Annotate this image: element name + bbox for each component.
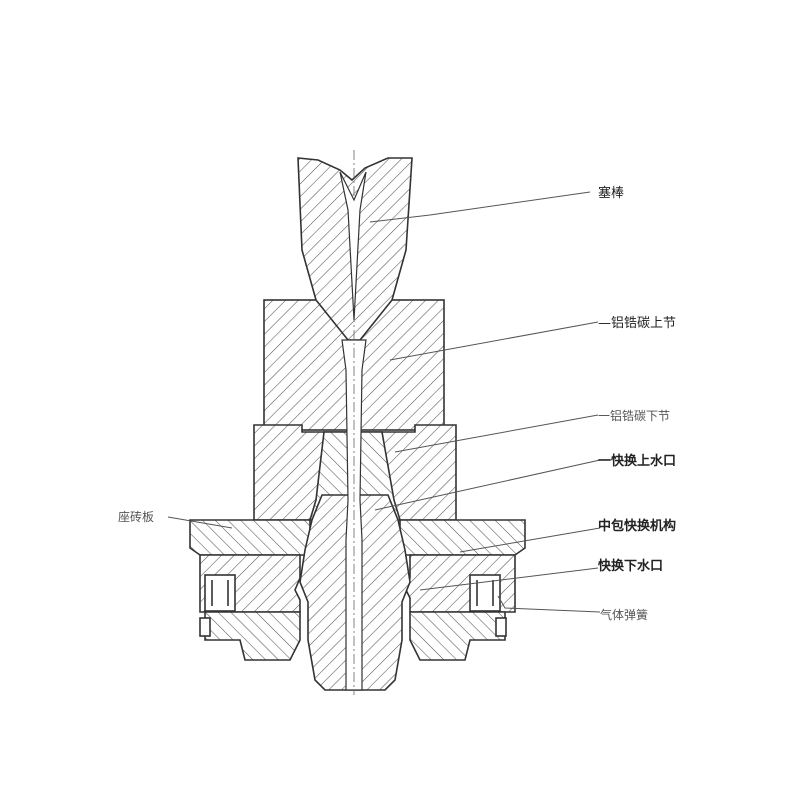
leader-quick-change-mechanism	[459, 527, 601, 553]
label-stopper-rod: 塞棒	[598, 185, 624, 201]
bottom-flange-right	[409, 611, 506, 661]
label-gas-spring: 气体弹簧	[600, 607, 648, 622]
mounting-plate-right	[399, 519, 526, 556]
leader-stopper-rod	[369, 191, 591, 223]
leader-upper-brick-lower	[394, 414, 599, 453]
stopper-rod-notch	[339, 171, 367, 321]
bolt-left	[199, 617, 211, 637]
leader-upper-brick-upper	[389, 321, 599, 361]
label-mounting-plate: 座砖板	[118, 509, 154, 524]
label-upper-brick-upper: —铝锆碳上节	[598, 316, 676, 331]
label-quick-change-lower-nozzle: 快换下水口	[598, 558, 663, 574]
gas-spring-left	[204, 574, 236, 612]
bottom-flange-left	[204, 611, 301, 661]
leader-quick-change-lower-nozzle	[419, 567, 599, 591]
leader-gas-spring	[497, 595, 601, 613]
bolt-right	[495, 617, 507, 637]
leader-quick-change-upper-nozzle	[374, 459, 601, 511]
label-quick-change-upper-nozzle: 一快换上水口	[598, 453, 676, 469]
mounting-plate-left	[189, 519, 311, 556]
leader-mounting-plate	[167, 516, 233, 529]
label-quick-change-mechanism: 中包快换机构	[598, 518, 676, 534]
label-upper-brick-lower: 一铝锆碳下节	[598, 408, 670, 423]
